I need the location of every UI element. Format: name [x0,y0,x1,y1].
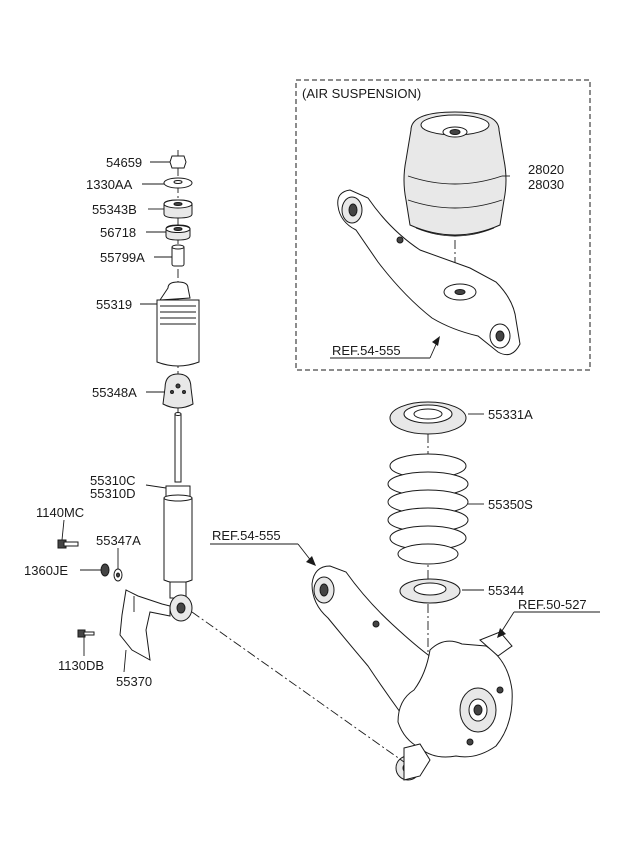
label-55310D: 55310D [90,486,136,501]
label-55350S: 55350S [488,497,533,512]
dust-cover-55319 [156,281,200,367]
label-1130DB: 1130DB [58,658,104,673]
bump-stopper-55348A [162,373,194,409]
air-suspension-box [295,79,591,371]
label-28030: 28030 [528,177,564,192]
strut-stack [57,150,200,661]
leader-lines [61,161,600,673]
label-ref-knuckle: REF.50-527 [518,597,587,612]
label-55347A: 55347A [96,533,141,548]
air-suspension-title: (AIR SUSPENSION) [302,86,421,101]
lower-arm-knuckle [311,565,513,781]
part-labels: 54659 1330AA 55343B 56718 55799A 55319 5… [24,155,587,689]
spring-group [387,401,469,660]
bracket-55370 [119,589,171,661]
bolt-1130DB [77,629,95,638]
label-1330AA: 1330AA [86,177,133,192]
washer-1360JE [100,563,110,577]
label-54659: 54659 [106,155,142,170]
nut-54659 [169,155,187,169]
label-55319: 55319 [96,297,132,312]
label-1360JE: 1360JE [24,563,68,578]
label-55331A: 55331A [488,407,533,422]
shock-absorber-55310 [163,412,193,622]
label-1140MC: 1140MC [36,505,84,520]
label-28020: 28020 [528,162,564,177]
label-56718: 56718 [100,225,136,240]
label-ref-air: REF.54-555 [332,343,401,358]
label-55348A: 55348A [92,385,137,400]
assembly-line-shock-knuckle [191,611,405,763]
label-55344: 55344 [488,583,524,598]
label-55799A: 55799A [100,250,145,265]
bolt-1140MC [57,539,79,549]
coil-spring-55350S [387,453,469,565]
label-55310C: 55310C [90,473,136,488]
label-55343B: 55343B [92,202,137,217]
label-ref-arm: REF.54-555 [212,528,281,543]
label-55370: 55370 [116,674,152,689]
air-spring-assembly [337,111,521,356]
